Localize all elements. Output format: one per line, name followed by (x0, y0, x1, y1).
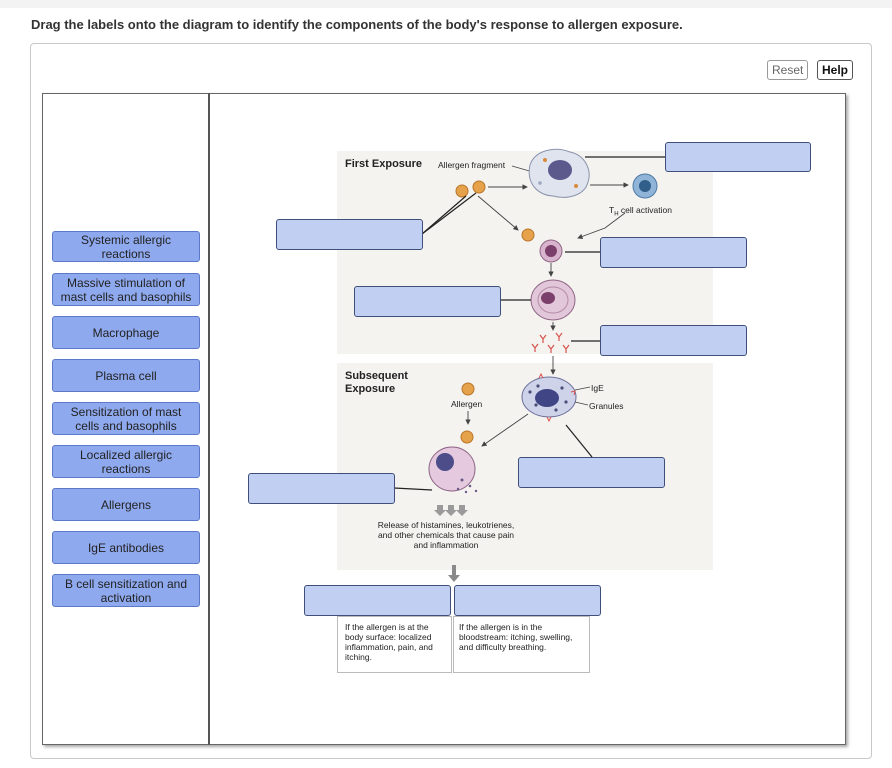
subsequent-exposure-heading: Subsequent Exposure (345, 370, 408, 395)
allergen-particle-icon (455, 180, 486, 198)
label-chip-b-cell-sensitization[interactable]: B cell sensitization and activation (52, 574, 200, 607)
drop-target-ige-slot[interactable] (600, 325, 747, 356)
degranulating-mast-cell-icon (428, 446, 478, 494)
label-chip-plasma-cell[interactable]: Plasma cell (52, 359, 200, 392)
top-strip (0, 0, 892, 8)
th-cell-activation-label: TH cell activation (609, 205, 672, 218)
th-cell-icon (632, 173, 658, 199)
label-chip-localized-allergic-reactions[interactable]: Localized allergic reactions (52, 445, 200, 478)
release-description: Release of histamines, leukotrienes, and… (377, 520, 515, 550)
reset-button[interactable]: Reset (767, 60, 809, 80)
drop-target-stimulation-slot[interactable] (248, 473, 395, 504)
b-cell-icon (539, 239, 563, 263)
release-arrows-icon (434, 505, 468, 516)
outcome-box-localized (337, 616, 452, 673)
label-chip-massive-stimulation[interactable]: Massive stimulation of mast cells and ba… (52, 273, 200, 306)
drop-target-plasma-cell-slot[interactable] (354, 286, 501, 317)
first-exposure-heading: First Exposure (345, 158, 423, 170)
drop-target-localized-slot[interactable] (304, 585, 451, 616)
allergen-fragment-label: Allergen fragment (438, 160, 506, 170)
label-chip-allergens[interactable]: Allergens (52, 488, 200, 521)
mast-cell-icon (521, 372, 577, 423)
outcome-systemic-text: If the allergen is in the bloodstream: i… (459, 622, 573, 652)
ige-label: IgE (591, 383, 604, 393)
label-bank-divider (208, 93, 210, 745)
allergen-particle-icon (521, 228, 535, 242)
help-button[interactable]: Help (817, 60, 854, 80)
drop-target-allergens-slot[interactable] (276, 219, 423, 250)
label-chip-macrophage[interactable]: Macrophage (52, 316, 200, 349)
allergen-particle-icon (461, 382, 475, 396)
label-chip-ige-antibodies[interactable]: IgE antibodies (52, 531, 200, 564)
drop-target-b-cell-slot[interactable] (600, 237, 747, 268)
plasma-cell-icon (530, 279, 576, 321)
label-chip-systemic-allergic-reactions[interactable]: Systemic allergic reactions (52, 231, 200, 262)
granules-label: Granules (589, 401, 624, 411)
allergen-label: Allergen (451, 399, 483, 409)
drop-target-systemic-slot[interactable] (454, 585, 601, 616)
outcome-box-systemic (453, 616, 590, 673)
down-arrow-icon (448, 565, 460, 582)
allergen-particle-icon (460, 430, 474, 444)
drop-target-macrophage-slot[interactable] (665, 142, 811, 172)
ige-antibodies-icon (531, 332, 570, 353)
label-chip-sensitization[interactable]: Sensitization of mast cells and basophil… (52, 402, 200, 435)
instruction-text: Drag the labels onto the diagram to iden… (31, 17, 683, 32)
macrophage-cell-icon (528, 148, 590, 198)
drop-target-sensitization-slot[interactable] (518, 457, 665, 488)
outcome-localized-text: If the allergen is at the body surface: … (345, 622, 433, 662)
